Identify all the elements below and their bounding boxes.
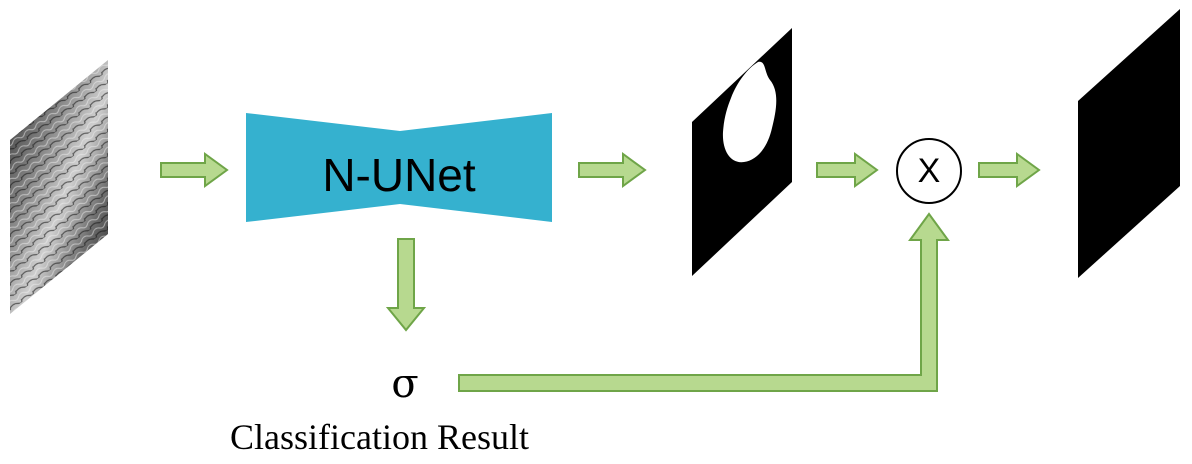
- n-unet-block: [246, 113, 552, 222]
- output-mask: [1078, 9, 1180, 278]
- segmentation-mask: [692, 28, 792, 276]
- arrow-input-to-network: [160, 152, 229, 188]
- arrow-network-to-mask: [578, 152, 647, 188]
- classification-caption: Classification Result: [230, 417, 529, 457]
- input-ultrasound-image: [10, 60, 108, 314]
- arrow-mask-to-multiply: [816, 152, 879, 188]
- multiply-node: [896, 138, 962, 204]
- arrow-multiply-to-output: [978, 152, 1041, 188]
- multiply-symbol: X: [917, 151, 941, 190]
- network-label: N-UNet: [322, 149, 476, 201]
- arrow-sigma-to-multiply: [458, 212, 950, 392]
- arrow-network-to-sigma: [385, 238, 427, 332]
- sigma-symbol: σ: [391, 361, 419, 407]
